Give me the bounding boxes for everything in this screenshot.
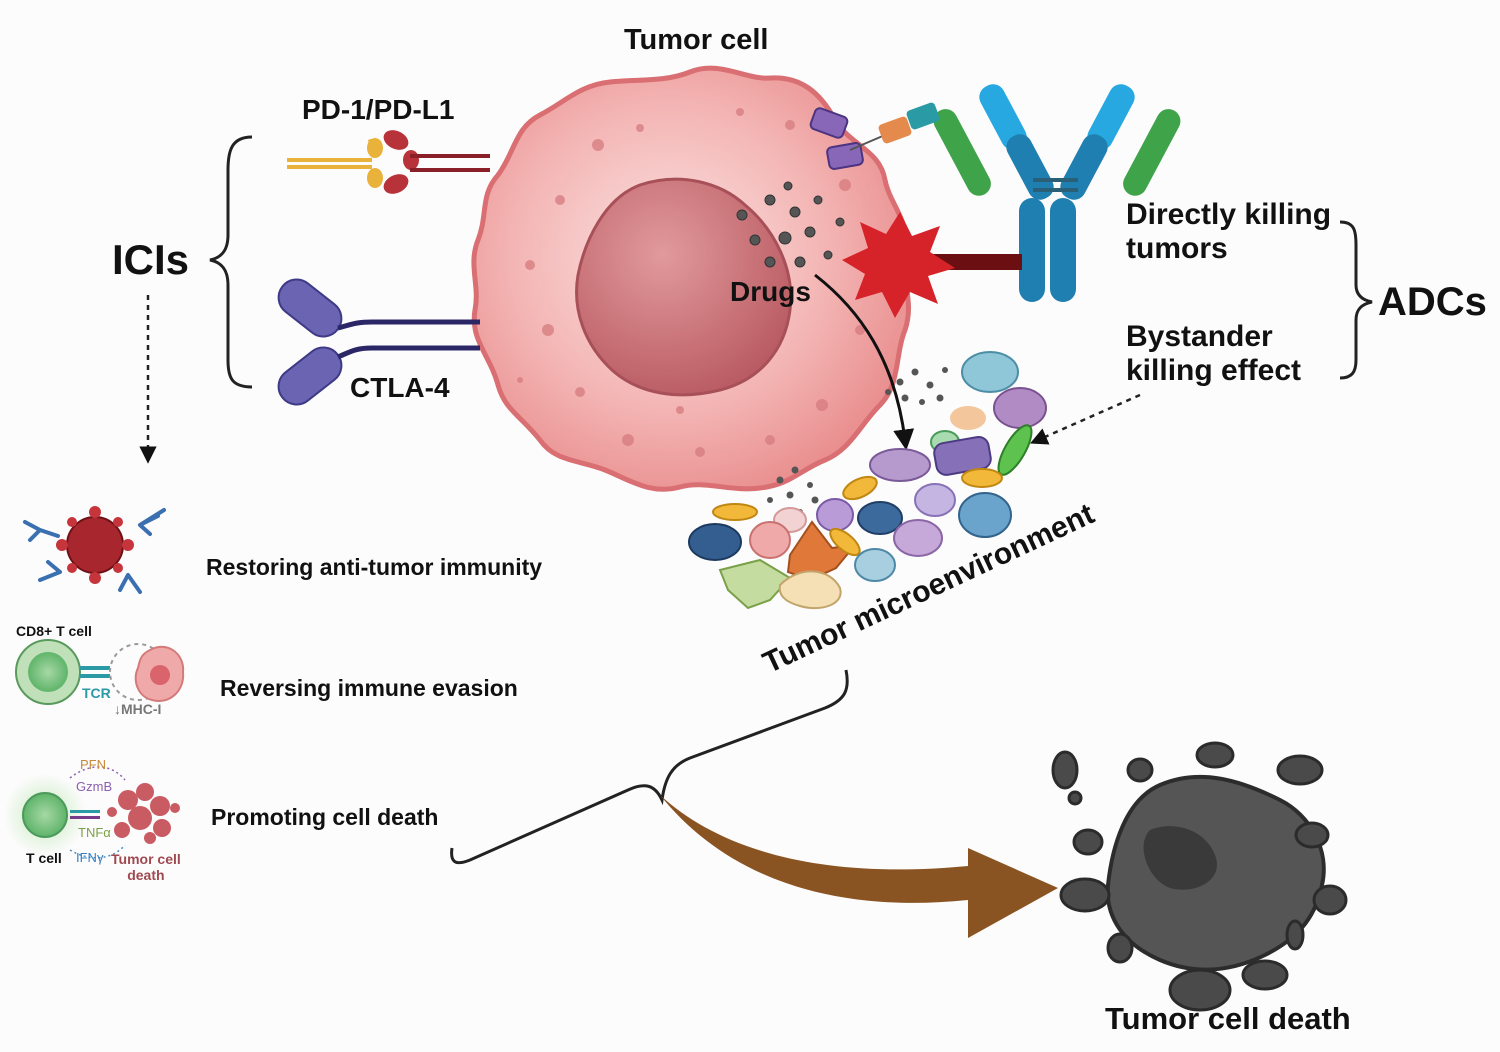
- mhc-i-label: ↓MHC-I: [114, 701, 162, 717]
- directly-killing-line1: Directly killing: [1126, 198, 1332, 231]
- bystander-arrow: [1029, 393, 1141, 445]
- t-cell-label: T cell: [26, 850, 62, 866]
- pfn-label: PFN: [80, 757, 106, 772]
- drugs-arrow: [814, 273, 915, 451]
- drugs-label: Drugs: [730, 276, 811, 307]
- payload-star: [842, 212, 955, 318]
- inset-reversing-evasion: [15, 639, 185, 705]
- tumor-cell-death-label: Tumor cell death: [1105, 1001, 1351, 1036]
- bystander-line2: killing effect: [1126, 353, 1302, 387]
- adc-antibody: [842, 84, 1181, 318]
- tumor-cell: [471, 65, 911, 492]
- ctla4-receptor: [277, 278, 480, 406]
- tumor-cell-death-inset-line1: Tumor cell: [111, 851, 181, 867]
- inset-restoring-immunity: [23, 506, 166, 594]
- icis-brace: [209, 135, 253, 389]
- adcs-brace: [1339, 220, 1373, 380]
- bystander-line1: Bystander: [1126, 320, 1273, 353]
- ifng-label: IFNγ: [76, 850, 104, 865]
- tme-brace: [450, 669, 849, 865]
- bystander-label: Bystander killing effect: [1126, 320, 1301, 387]
- tnfa-label: TNFα: [78, 825, 111, 840]
- dead-tumor-cell: [1051, 741, 1348, 1012]
- ctla4-label: CTLA-4: [350, 372, 450, 403]
- drug-particles: [736, 181, 845, 268]
- gzmb-label: GzmB: [76, 779, 113, 794]
- tumor-nucleus: [575, 177, 793, 397]
- tumor-microenvironment-cluster: [688, 351, 1047, 610]
- tumor-cell-label: Tumor cell: [624, 24, 769, 56]
- adcs-label: ADCs: [1378, 280, 1487, 324]
- target-antigen: [809, 102, 940, 170]
- pd1-pdl1-label: PD-1/PD-L1: [302, 94, 455, 125]
- cd8-t-cell-label: CD8+ T cell: [16, 623, 92, 639]
- icis-label: ICIs: [112, 236, 190, 283]
- tumor-cell-death-inset-line2: death: [127, 866, 165, 883]
- reversing-evasion-label: Reversing immune evasion: [220, 675, 518, 701]
- brown-arrow: [660, 795, 1058, 938]
- tumor-cell-death-inset-label: Tumor cell death: [111, 851, 181, 883]
- directly-killing-line2: tumors: [1126, 231, 1228, 265]
- pd1-pdl1-receptor: [287, 130, 490, 194]
- inset-promoting-death: [3, 766, 180, 859]
- promoting-death-label: Promoting cell death: [211, 804, 439, 830]
- directly-killing-label: Directly killing tumors: [1126, 198, 1331, 265]
- restoring-immunity-label: Restoring anti-tumor immunity: [206, 554, 543, 580]
- tcr-label: TCR: [82, 685, 111, 701]
